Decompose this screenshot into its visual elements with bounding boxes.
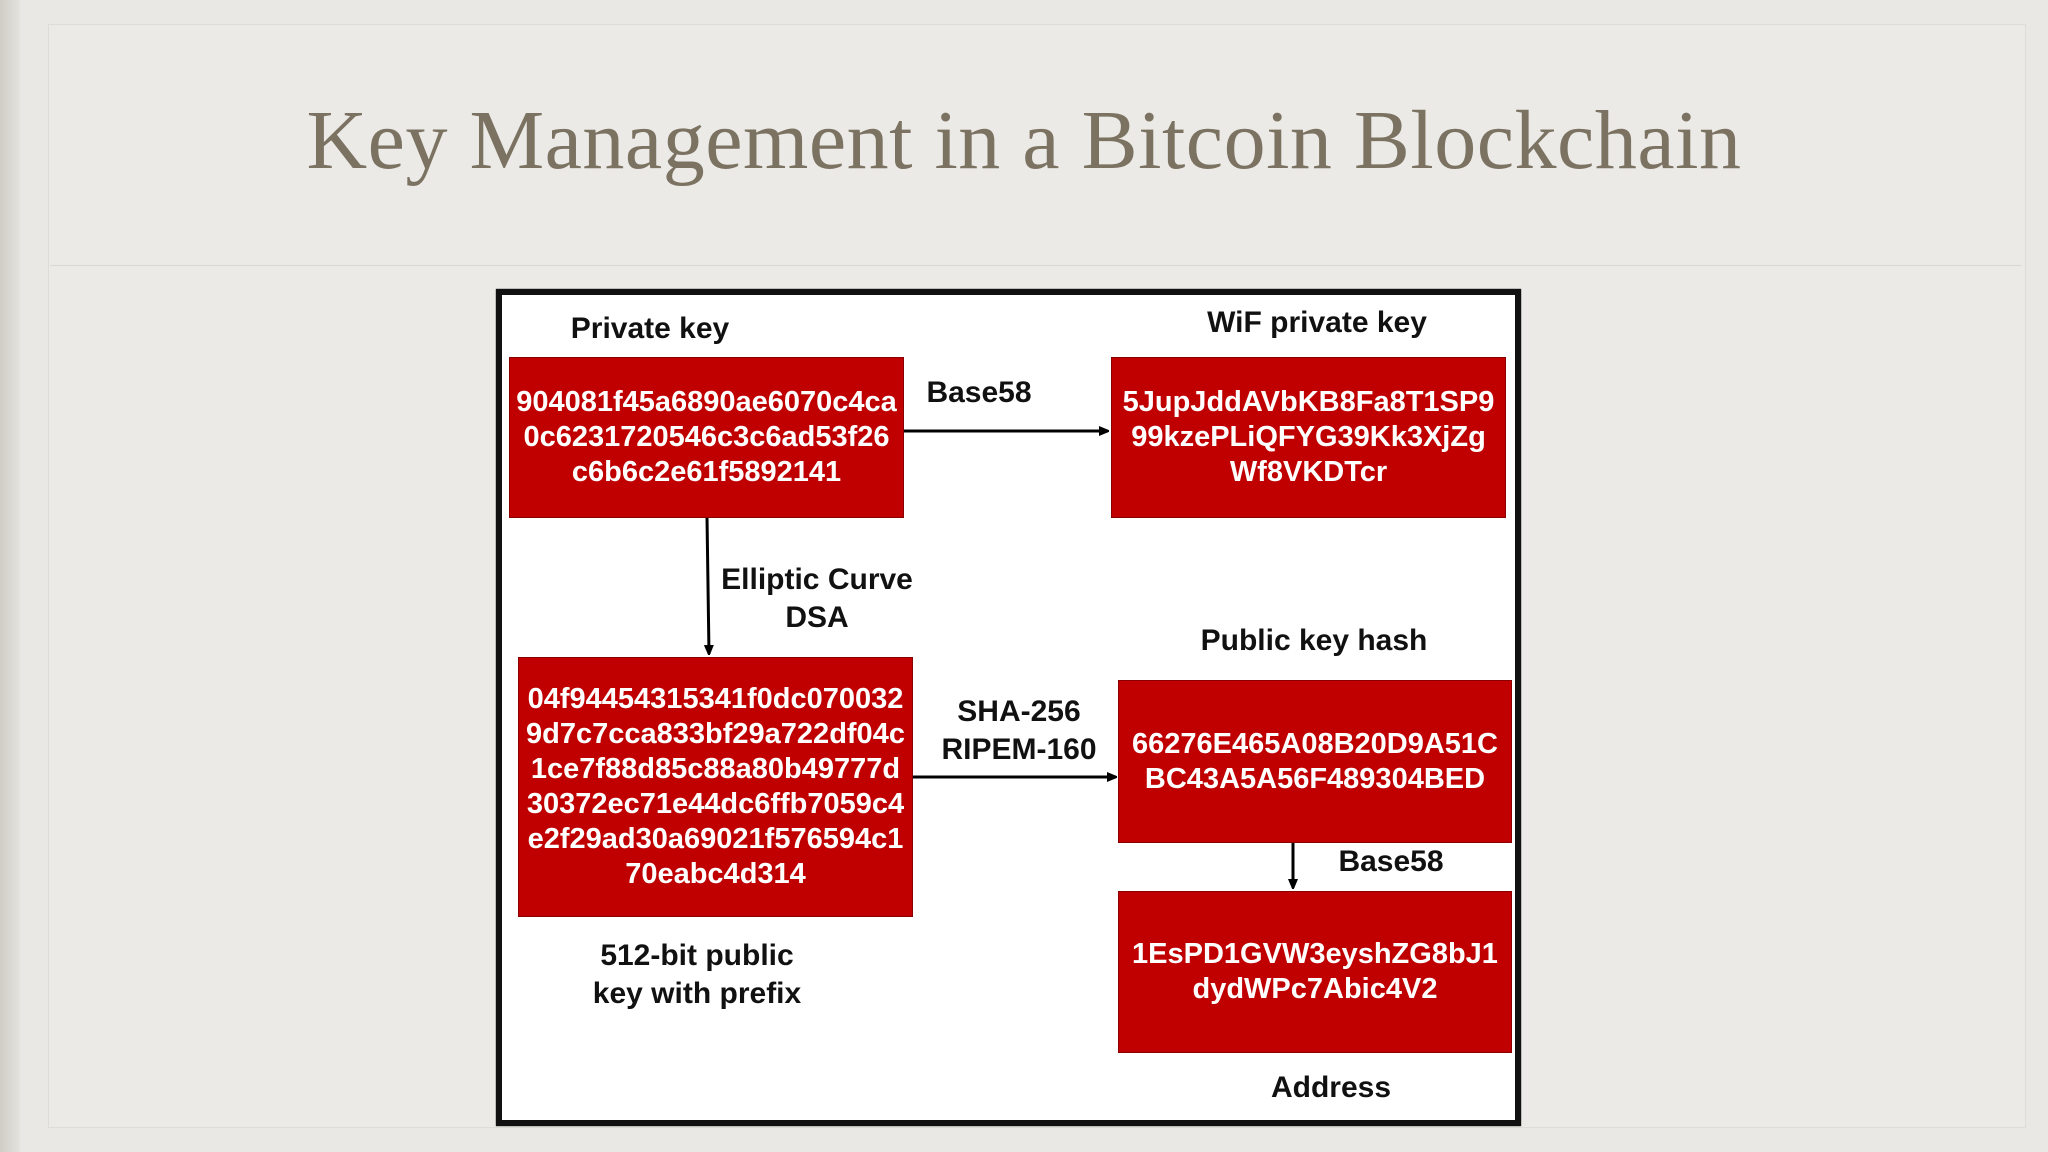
hex-line: 1ce7f88d85c88a80b49777d	[530, 753, 901, 785]
wif-box: 5JupJddAVbKB8Fa8T1SP9 99kzePLiQFYG39Kk3X…	[1111, 357, 1506, 518]
hash-algorithms-label: SHA-256 RIPEM-160	[941, 693, 1096, 769]
hex-line: 9d7c7cca833bf29a722df04c	[526, 718, 905, 750]
wif-label: WiF private key	[1207, 306, 1427, 339]
address-line: 1EsPD1GVW3eyshZG8bJ1	[1132, 938, 1498, 970]
hash-line: RIPEM-160	[941, 733, 1097, 766]
public-key-hash-box: 66276E465A08B20D9A51C BC43A5A56F489304BE…	[1118, 680, 1512, 843]
ecdsa-label: Elliptic Curve DSA	[721, 561, 913, 637]
public-key-hash-label: Public key hash	[1200, 624, 1428, 657]
hex-line: 904081f45a6890ae6070c4ca	[516, 386, 897, 418]
ecdsa-line: DSA	[785, 601, 849, 634]
key-line: 5JupJddAVbKB8Fa8T1SP9	[1122, 386, 1495, 418]
address-label: Address	[1270, 1071, 1392, 1104]
hash-line: SHA-256	[957, 695, 1081, 728]
hex-line: c6b6c2e61f5892141	[571, 456, 842, 488]
arrow-private-to-public	[707, 516, 709, 654]
left-edge	[0, 0, 20, 1152]
hex-line: 0c6231720546c3c6ad53f26	[523, 421, 890, 453]
hex-line: e2f29ad30a69021f576594c1	[527, 823, 904, 855]
hash-value-line: 66276E465A08B20D9A51C	[1132, 727, 1498, 760]
slide-title: Key Management in a Bitcoin Blockchain	[306, 94, 1742, 187]
base58-label-bottom: Base58	[1338, 845, 1444, 878]
address-line: dydWPc7Abic4V2	[1192, 973, 1438, 1005]
key-line: 99kzePLiQFYG39Kk3XjZg	[1131, 421, 1486, 453]
private-key-label: Private key	[570, 312, 730, 345]
ecdsa-line: Elliptic Curve	[721, 563, 913, 596]
public-key-label: 512-bit public key with prefix	[593, 937, 801, 1013]
base58-label-top: Base58	[926, 376, 1032, 409]
public-key-label-line: 512-bit public	[600, 939, 794, 972]
hex-line: 04f94454315341f0dc070032	[527, 683, 904, 715]
private-key-box: 904081f45a6890ae6070c4ca 0c6231720546c3c…	[509, 357, 904, 518]
hex-line: 70eabc4d314	[625, 858, 806, 890]
hash-value-line: BC43A5A56F489304BED	[1144, 762, 1486, 795]
key-line: Wf8VKDTcr	[1229, 456, 1388, 488]
public-key-box: 04f94454315341f0dc070032 9d7c7cca833bf29…	[518, 657, 913, 917]
address-box: 1EsPD1GVW3eyshZG8bJ1 dydWPc7Abic4V2	[1118, 891, 1512, 1053]
hex-line: 30372ec71e44dc6ffb7059c4	[526, 788, 905, 820]
title-divider	[50, 265, 2022, 266]
public-key-label-line: key with prefix	[592, 977, 802, 1010]
